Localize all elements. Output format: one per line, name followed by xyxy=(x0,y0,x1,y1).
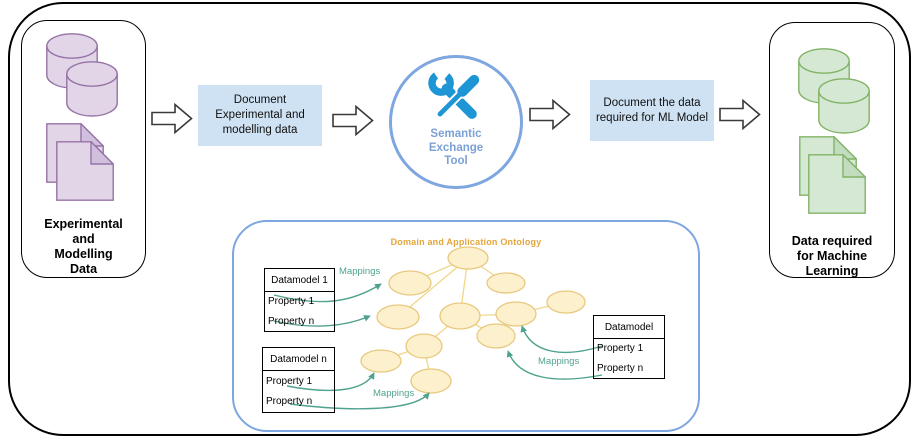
mappings-label: Mappings xyxy=(538,356,580,367)
ontology-node xyxy=(476,323,516,349)
database-cylinder-icon xyxy=(66,61,118,117)
document-icon xyxy=(808,154,866,214)
ontology-node xyxy=(546,290,586,314)
document-icon xyxy=(56,141,114,201)
ontology-node xyxy=(447,246,489,270)
ontology-container: Domain and Application Ontology Datamode… xyxy=(232,220,700,432)
semantic-exchange-tool-label: Semantic Exchange Tool xyxy=(428,128,484,167)
semantic-exchange-tool: Semantic Exchange Tool xyxy=(389,55,523,189)
target-box-label: Data required for Machine Learning xyxy=(791,234,873,278)
ontology-node xyxy=(410,368,452,394)
mapping-arrow xyxy=(286,372,375,392)
ontology-node xyxy=(360,349,402,373)
source-box-label: Experimental and Modelling Data xyxy=(44,217,123,276)
datamodel-table-header: Datamodel xyxy=(594,316,664,339)
source-data-box: Experimental and Modelling Data xyxy=(21,20,146,278)
mappings-label: Mappings xyxy=(339,266,381,277)
mappings-label: Mappings xyxy=(373,388,415,399)
ontology-node xyxy=(388,270,432,296)
ontology-graph xyxy=(273,246,603,410)
flow-arrow-icon xyxy=(719,99,761,130)
target-data-box: Data required for Machine Learning xyxy=(769,22,895,278)
flow-arrow-icon xyxy=(332,105,374,136)
datamodel-property-row: Property n xyxy=(597,362,644,374)
mapping-arrow xyxy=(520,325,603,354)
datamodel-table-header: Datamodel 1 xyxy=(265,269,334,292)
datamodel-property-row: Property 1 xyxy=(266,375,313,387)
process-step-2: Document the data required for ML Model xyxy=(590,80,714,141)
datamodel-table-right: Datamodel Property 1 Property n xyxy=(593,315,665,379)
flow-arrow-icon xyxy=(151,103,193,134)
ontology-node xyxy=(439,302,481,330)
flow-arrow-icon xyxy=(529,99,571,130)
tools-icon xyxy=(428,68,482,119)
ontology-node xyxy=(486,272,526,294)
process-step-1: Document Experimental and modelling data xyxy=(198,85,322,146)
datamodel-table-n: Datamodel n Property 1 Property n xyxy=(262,347,335,413)
datamodel-table-1: Datamodel 1 Property 1 Property n xyxy=(264,268,335,332)
ontology-node xyxy=(376,304,420,330)
mapping-arrow xyxy=(506,350,603,380)
datamodel-property-row: Property n xyxy=(268,315,315,327)
datamodel-property-row: Property 1 xyxy=(597,343,644,355)
ontology-node xyxy=(405,333,443,359)
ontology-title: Domain and Application Ontology xyxy=(390,237,542,247)
datamodel-table-header: Datamodel n xyxy=(263,348,334,371)
datamodel-property-row: Property 1 xyxy=(268,296,315,308)
ontology-node xyxy=(495,301,537,327)
datamodel-property-row: Property n xyxy=(266,396,313,408)
mapping-arrow xyxy=(289,392,430,410)
mapping-arrow xyxy=(273,283,382,303)
database-cylinder-icon xyxy=(818,78,870,134)
mapping-arrow xyxy=(273,315,371,327)
